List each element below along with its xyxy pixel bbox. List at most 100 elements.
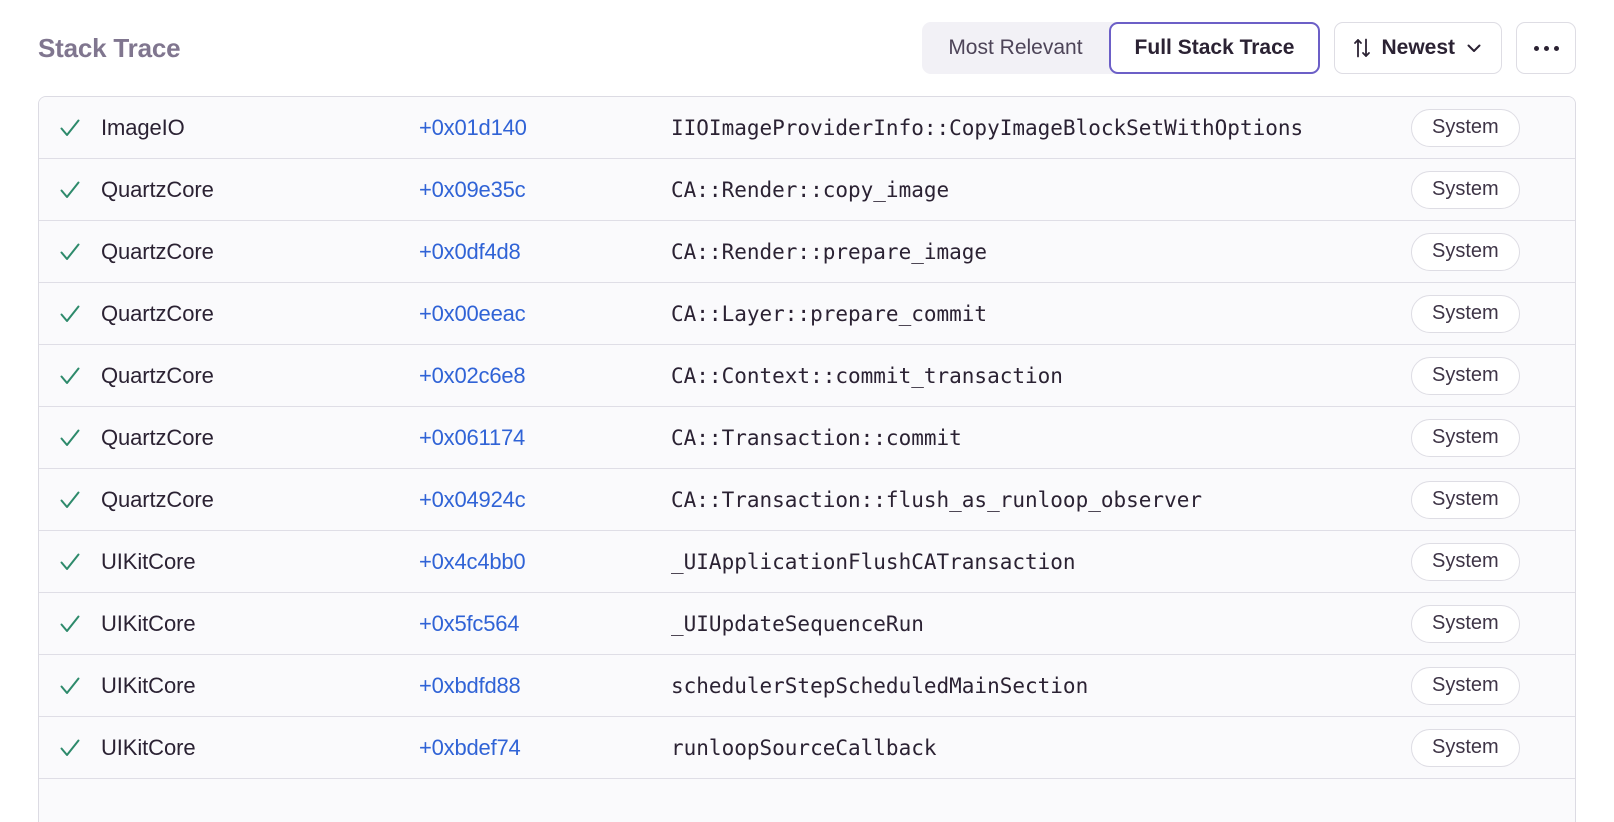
frame-symbol: CA::Render::prepare_image [671,239,988,264]
frame-module: QuartzCore [101,362,214,388]
segment-full-stack-trace[interactable]: Full Stack Trace [1108,22,1321,74]
check-icon [58,488,82,512]
segment-most-relevant[interactable]: Most Relevant [948,36,1083,59]
frame-symbol: _UIApplicationFlushCATransaction [671,549,1076,574]
frame-badge-cell: System [1411,170,1575,209]
frame-module: UIKitCore [101,610,196,636]
frame-offset[interactable]: +0x4c4bb0 [419,548,526,574]
header-controls: Most Relevant Full Stack Trace Newest [922,22,1576,74]
stack-trace-header: Stack Trace Most Relevant Full Stack Tra… [38,0,1576,96]
frame-included-checkmark[interactable] [39,302,101,326]
frame-symbol: CA::Context::commit_transaction [671,363,1063,388]
status-badge: System [1411,418,1520,457]
frame-included-checkmark[interactable] [39,550,101,574]
status-badge: System [1411,294,1520,333]
frame-module: UIKitCore [101,734,196,760]
check-icon [58,674,82,698]
frame-offset[interactable]: +0x02c6e8 [419,362,526,388]
frame-module: ImageIO [101,114,185,140]
frame-offset[interactable]: +0x01d140 [419,114,527,140]
table-row[interactable]: QuartzCore +0x04924c CA::Transaction::fl… [39,469,1575,531]
frame-module: QuartzCore [101,424,214,450]
frame-symbol: CA::Render::copy_image [671,177,950,202]
status-badge: System [1411,108,1520,147]
frame-offset[interactable]: +0xbdfd88 [419,672,521,698]
check-icon [58,550,82,574]
sort-button[interactable]: Newest [1334,22,1502,74]
frame-included-checkmark[interactable] [39,364,101,388]
frame-included-checkmark[interactable] [39,178,101,202]
table-row[interactable]: QuartzCore +0x0df4d8 CA::Render::prepare… [39,221,1575,283]
frame-symbol: runloopSourceCallback [671,735,937,760]
table-row[interactable]: UIKitCore +0x4c4bb0 _UIApplicationFlushC… [39,531,1575,593]
frame-included-checkmark[interactable] [39,116,101,140]
frame-offset[interactable]: +0x5fc564 [419,610,520,636]
check-icon [58,364,82,388]
page-title: Stack Trace [38,32,181,63]
status-badge: System [1411,170,1520,209]
frame-symbol: _UIUpdateSequenceRun [671,611,924,636]
frame-module: QuartzCore [101,176,214,202]
check-icon [58,302,82,326]
ellipsis-icon [1533,45,1559,51]
table-row[interactable]: ImageIO +0x01d140 IIOImageProviderInfo::… [39,97,1575,159]
status-badge: System [1411,232,1520,271]
frame-module: QuartzCore [101,300,214,326]
table-row[interactable]: QuartzCore +0x02c6e8 CA::Context::commit… [39,345,1575,407]
frame-badge-cell: System [1411,728,1575,767]
frame-badge-cell: System [1411,604,1575,643]
frame-module: UIKitCore [101,548,196,574]
table-row[interactable]: UIKitCore +0x5fc564 _UIUpdateSequenceRun… [39,593,1575,655]
stack-trace-mode-segmented-control[interactable]: Most Relevant Full Stack Trace [922,22,1321,74]
frame-symbol: IIOImageProviderInfo::CopyImageBlockSetW… [671,115,1304,140]
stack-trace-table: ImageIO +0x01d140 IIOImageProviderInfo::… [38,96,1576,822]
status-badge: System [1411,356,1520,395]
frame-module: UIKitCore [101,672,196,698]
frame-badge-cell: System [1411,666,1575,705]
status-badge: System [1411,480,1520,519]
check-icon [58,116,82,140]
table-row[interactable]: UIKitCore +0xbdfd88 schedulerStepSchedul… [39,655,1575,717]
frame-included-checkmark[interactable] [39,488,101,512]
table-row[interactable]: QuartzCore +0x09e35c CA::Render::copy_im… [39,159,1575,221]
frame-badge-cell: System [1411,108,1575,147]
frame-symbol: CA::Transaction::commit [671,425,962,450]
check-icon [58,736,82,760]
status-badge: System [1411,604,1520,643]
frame-offset[interactable]: +0x00eeac [419,300,526,326]
frame-symbol: CA::Transaction::flush_as_runloop_observ… [671,487,1203,512]
frame-included-checkmark[interactable] [39,674,101,698]
check-icon [58,178,82,202]
check-icon [58,240,82,264]
check-icon [58,426,82,450]
frame-badge-cell: System [1411,418,1575,457]
status-badge: System [1411,542,1520,581]
frame-included-checkmark[interactable] [39,736,101,760]
table-row[interactable]: UIKitCore +0xbdef74 runloopSourceCallbac… [39,717,1575,779]
frame-badge-cell: System [1411,232,1575,271]
frame-module: QuartzCore [101,486,214,512]
frame-offset[interactable]: +0x09e35c [419,176,526,202]
frame-badge-cell: System [1411,356,1575,395]
frame-badge-cell: System [1411,294,1575,333]
frame-included-checkmark[interactable] [39,426,101,450]
frame-module: QuartzCore [101,238,214,264]
status-badge: System [1411,666,1520,705]
frame-included-checkmark[interactable] [39,612,101,636]
frame-offset[interactable]: +0x0df4d8 [419,238,521,264]
sort-button-label: Newest [1381,36,1455,59]
sort-arrows-icon [1353,37,1371,59]
frame-included-checkmark[interactable] [39,240,101,264]
more-options-button[interactable] [1516,22,1576,74]
check-icon [58,612,82,636]
frame-offset[interactable]: +0x061174 [419,424,526,450]
frame-badge-cell: System [1411,480,1575,519]
frame-offset[interactable]: +0x04924c [419,486,526,512]
table-row[interactable]: QuartzCore +0x061174 CA::Transaction::co… [39,407,1575,469]
frame-symbol: schedulerStepScheduledMainSection [671,673,1089,698]
table-row[interactable]: QuartzCore +0x00eeac CA::Layer::prepare_… [39,283,1575,345]
frame-badge-cell: System [1411,542,1575,581]
status-badge: System [1411,728,1520,767]
frame-offset[interactable]: +0xbdef74 [419,734,521,760]
